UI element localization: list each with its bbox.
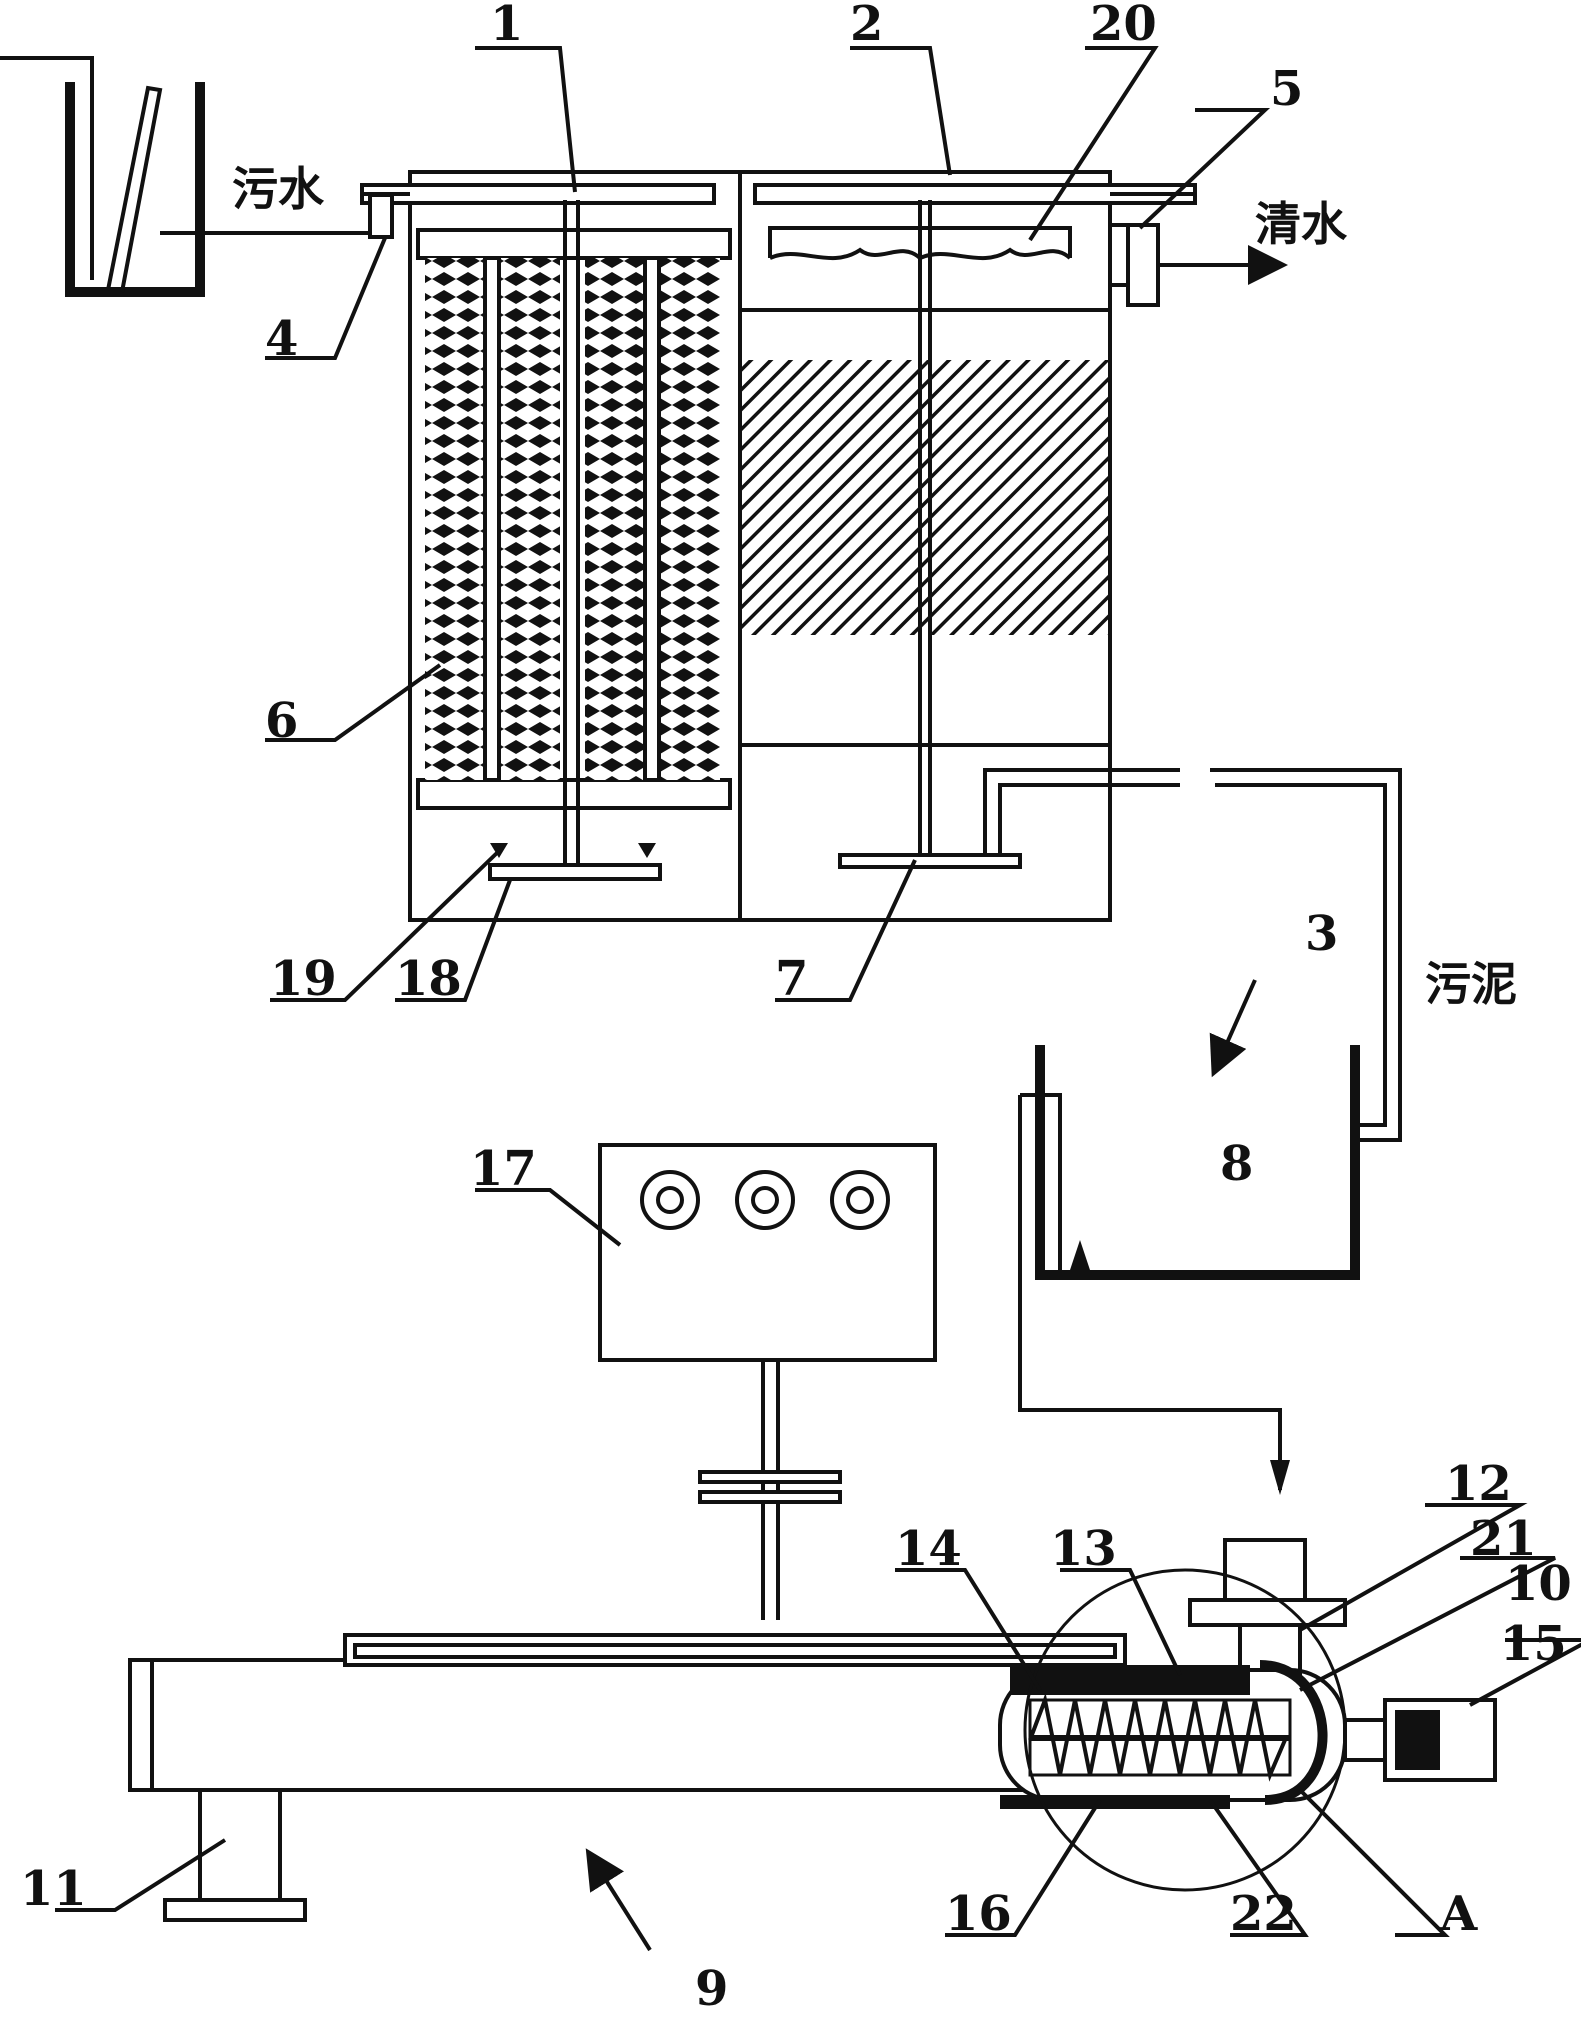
label-5: 5: [1270, 61, 1303, 117]
label-10: 10: [1505, 1556, 1572, 1612]
label-14: 14: [895, 1521, 962, 1577]
label-21: 21: [1470, 1511, 1537, 1567]
label-12: 12: [1445, 1456, 1512, 1512]
label-7: 7: [775, 951, 808, 1007]
sludge-pipe: [838, 853, 1022, 869]
control-box: [598, 1143, 937, 1620]
label-16: 16: [945, 1886, 1012, 1942]
filter-layer: [742, 360, 1108, 635]
label-15: 15: [1500, 1616, 1567, 1672]
brush-filter: [416, 200, 732, 881]
label-13: 13: [1050, 1521, 1117, 1577]
label-a: A: [1439, 1886, 1478, 1942]
label-6: 6: [265, 693, 298, 749]
label-1: 1: [490, 0, 523, 52]
label-19: 19: [270, 951, 337, 1007]
sewage-inlet-tank: [0, 56, 380, 297]
sludge-pump: [1070, 1240, 1090, 1270]
filter-chamber: [740, 200, 1402, 1142]
inlet-valve: [368, 193, 394, 239]
label-sludge: 污泥: [1425, 957, 1517, 1011]
detail-circle-a: [1023, 1568, 1347, 1892]
label-9: 9: [695, 1961, 728, 2017]
aeration-plate: [488, 863, 662, 881]
label-clean-water: 清水: [1255, 197, 1348, 251]
label-22: 22: [1230, 1886, 1297, 1942]
label-8: 8: [1220, 1136, 1253, 1192]
label-11: 11: [20, 1861, 87, 1917]
label-sewage: 污水: [232, 162, 325, 216]
label-18: 18: [395, 951, 462, 1007]
flange: [1188, 1598, 1347, 1627]
screw-dewatering-machine: [128, 1538, 1497, 1952]
label-20: 20: [1090, 0, 1157, 52]
support-leg: [198, 1788, 282, 1902]
part-labels: 1 2 20 5 4 6 19 18 7 3 8 17 12 21 10 15 …: [20, 0, 1572, 2017]
label-17: 17: [470, 1141, 537, 1197]
sludge-tank: [1018, 979, 1360, 1495]
outlet-valve: [1126, 223, 1160, 307]
label-4: 4: [265, 311, 298, 367]
leader-lines: [55, 46, 1581, 1937]
label-2: 2: [850, 0, 883, 52]
label-3: 3: [1305, 906, 1338, 962]
